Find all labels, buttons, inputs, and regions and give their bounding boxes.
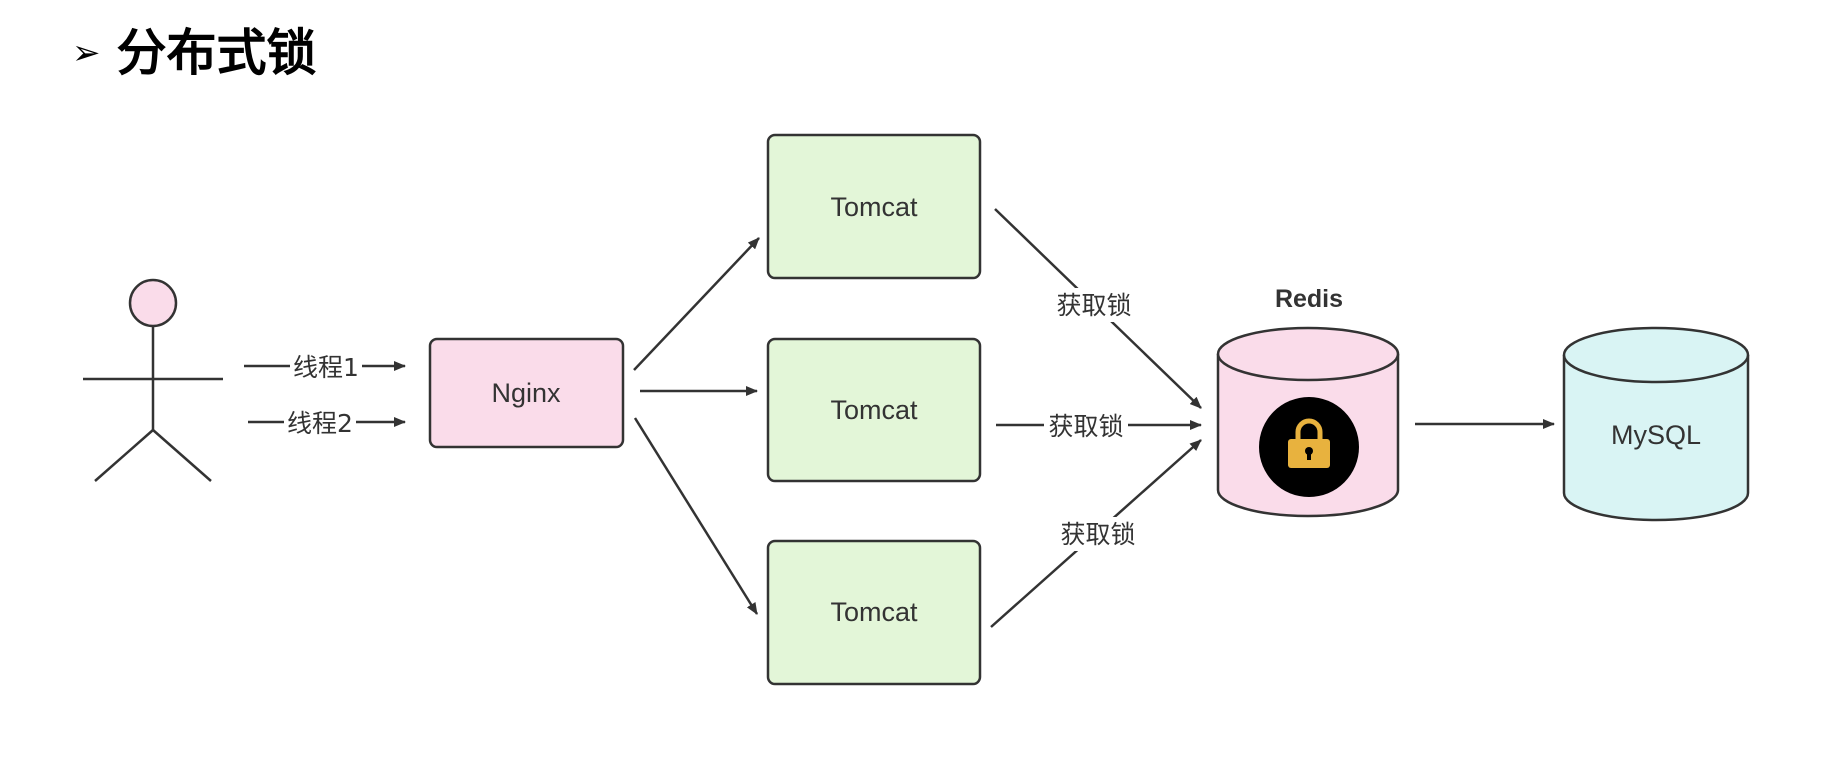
redis-node: Redis [1216, 285, 1400, 518]
tomcat-node-1: Tomcat [766, 133, 982, 280]
thread-2-label: 线程2 [287, 409, 353, 438]
tomcat-1-label: Tomcat [830, 192, 918, 222]
person-icon [83, 278, 223, 482]
mysql-node: MySQL [1562, 326, 1750, 522]
acquire-lock-1-label: 获取锁 [1056, 291, 1131, 320]
nginx-node: Nginx [428, 337, 625, 449]
tomcat-2-label: Tomcat [830, 395, 918, 425]
nginx-to-tomcat-1-edge [633, 237, 760, 371]
redis-title: Redis [1275, 285, 1343, 313]
acquire-lock-3-label: 获取锁 [1060, 520, 1135, 549]
thread-1-edge: 线程1 [244, 350, 406, 382]
tomcat-node-2: Tomcat [766, 337, 982, 483]
acquire-lock-1-edge: 获取锁 [994, 208, 1202, 409]
tomcat-node-3: Tomcat [766, 539, 982, 686]
acquire-lock-2-edge: 获取锁 [996, 409, 1202, 443]
tomcat-3-label: Tomcat [830, 597, 918, 627]
mysql-label: MySQL [1611, 420, 1701, 450]
slide-title: 分布式锁 [116, 24, 317, 82]
nginx-to-tomcat-3-edge [633, 417, 759, 615]
acquire-lock-3-edge: 获取锁 [990, 439, 1202, 628]
lock-icon [1259, 397, 1359, 497]
slide-header: ➢ 分布式锁 [72, 28, 317, 78]
acquire-lock-2-label: 获取锁 [1048, 412, 1123, 441]
thread-1-label: 线程1 [293, 353, 359, 382]
nginx-label: Nginx [491, 378, 561, 408]
arrowhead-bullet-icon: ➢ [72, 33, 101, 73]
thread-2-edge: 线程2 [248, 406, 406, 438]
